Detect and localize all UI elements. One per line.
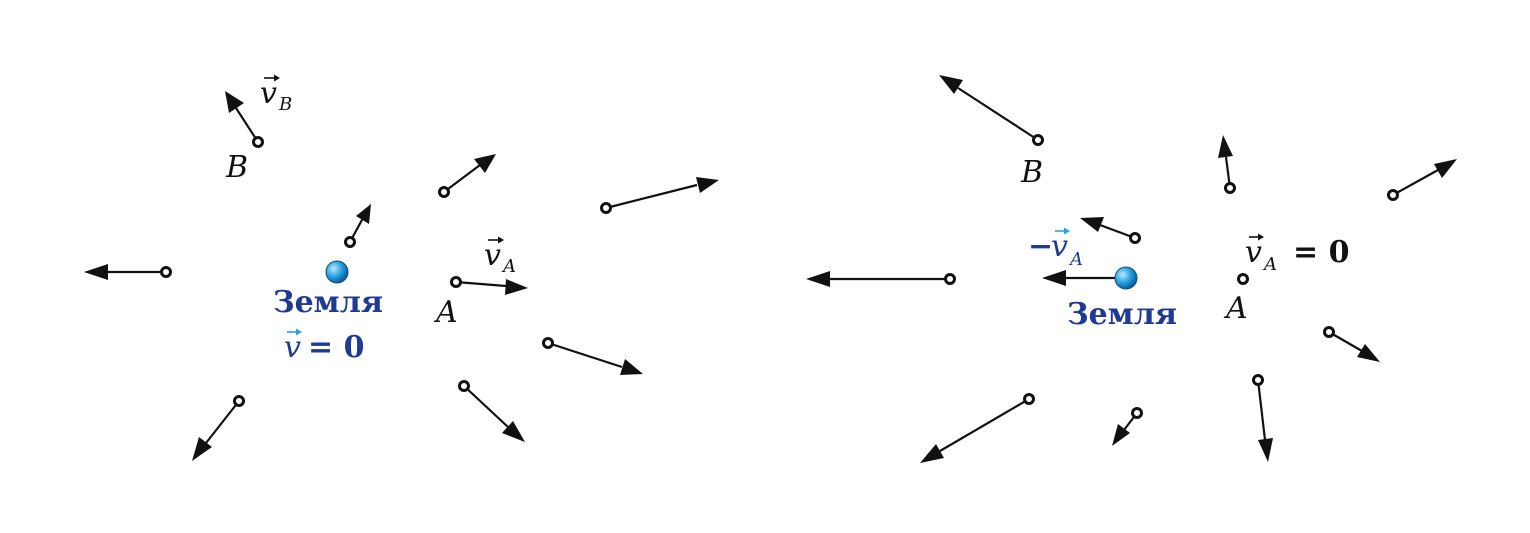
vec-arrow-mark-icon xyxy=(264,74,280,82)
vec-a-rest-right: = 0 xyxy=(1293,235,1349,270)
right-vector-upper-right xyxy=(1387,159,1457,201)
earth-vec-subscript: A xyxy=(1068,249,1083,270)
earth-sphere-left xyxy=(325,260,349,284)
vec-b-label-left: v B xyxy=(260,74,292,115)
right-vector-long-left xyxy=(806,271,956,287)
earth-vec-symbol: v xyxy=(1051,229,1068,264)
right-vector-down-left-long xyxy=(920,393,1035,463)
right-vector-earth xyxy=(1042,270,1120,286)
earth-vec-label-right: − v A xyxy=(1028,227,1083,270)
left-vector-down-right xyxy=(458,380,525,442)
vec-a-subscript: A xyxy=(501,256,516,277)
right-vector-down xyxy=(1252,374,1273,462)
left-vector-small-up xyxy=(344,204,371,248)
right-vector-a-dot xyxy=(1237,273,1249,285)
point-b-label-left: B xyxy=(225,150,248,185)
vec-arrow-mark-icon xyxy=(287,328,302,336)
vec-arrow-mark-icon xyxy=(1055,227,1070,235)
left-vector-right-down xyxy=(542,337,643,375)
left-vector-down-left xyxy=(192,395,245,461)
right-vector-up xyxy=(1218,135,1236,194)
earth-velocity-rest: = 0 xyxy=(308,330,364,365)
vec-arrow-mark-icon xyxy=(488,236,504,244)
vec-arrow-mark-icon xyxy=(1249,233,1264,241)
earth-sphere-right xyxy=(1114,266,1138,290)
earth-velocity-symbol: v xyxy=(284,330,301,365)
right-vector-b xyxy=(939,75,1044,146)
right-vector-right-down xyxy=(1323,326,1380,362)
right-frame: B A − v A v A = 0 Земля xyxy=(806,75,1457,463)
vec-b-symbol: v xyxy=(260,76,277,111)
point-a-label-left: A xyxy=(433,295,458,330)
left-vector-far-upper-right xyxy=(600,177,719,214)
vec-a-symbol: v xyxy=(484,238,501,273)
earth-name-left: Земля xyxy=(273,285,383,320)
left-frame: B A v B v A Земля v xyxy=(84,74,719,461)
earth-name-right: Земля xyxy=(1067,297,1177,332)
vec-a-symbol-right: v xyxy=(1245,235,1262,270)
left-vector-upper-right xyxy=(438,154,496,198)
left-vector-b xyxy=(225,91,264,148)
vec-a-subscript-right: A xyxy=(1262,254,1277,275)
point-a-label-right: A xyxy=(1223,291,1248,326)
vec-a-label-right: v A = 0 xyxy=(1245,233,1349,275)
left-vector-left xyxy=(84,264,172,280)
earth-velocity-left: v = 0 xyxy=(284,328,364,365)
right-vector-left-small xyxy=(1080,217,1141,244)
vec-b-subscript: B xyxy=(278,94,292,115)
left-vector-a xyxy=(450,276,528,295)
vec-a-label-left: v A xyxy=(484,236,516,277)
earth-vec-minus: − xyxy=(1028,229,1053,264)
right-vector-down-left-small xyxy=(1112,407,1143,446)
point-b-label-right: B xyxy=(1020,155,1043,190)
